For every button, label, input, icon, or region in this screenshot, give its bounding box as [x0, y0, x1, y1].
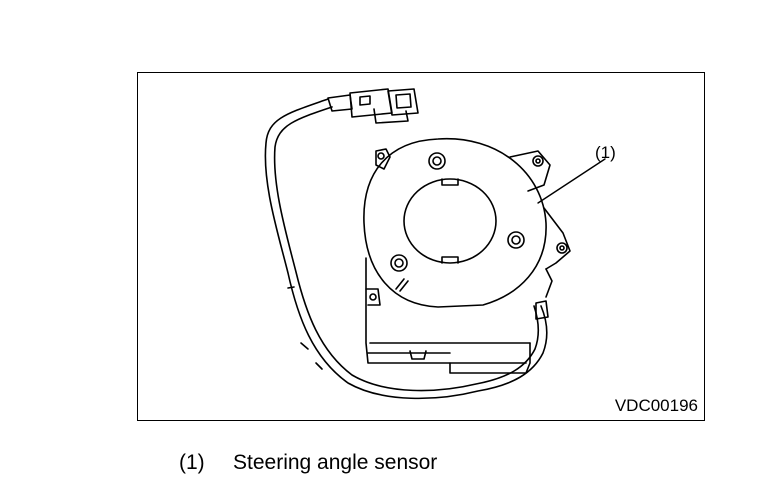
figure-id: VDC00196 — [614, 396, 698, 415]
callout-leader — [537, 158, 606, 204]
connector — [327, 88, 419, 124]
sensor-ring — [363, 137, 547, 308]
callout-label: (1) — [595, 143, 616, 162]
sensor-body — [365, 148, 571, 374]
legend: (1) Steering angle sensor — [179, 451, 437, 475]
steering-angle-sensor-drawing — [264, 88, 606, 400]
figure-frame: (1) VDC00196 — [137, 72, 705, 421]
legend-item-text: Steering angle sensor — [233, 451, 438, 474]
legend-item-number: (1) — [179, 451, 205, 474]
legend-item: (1) Steering angle sensor — [179, 451, 437, 475]
